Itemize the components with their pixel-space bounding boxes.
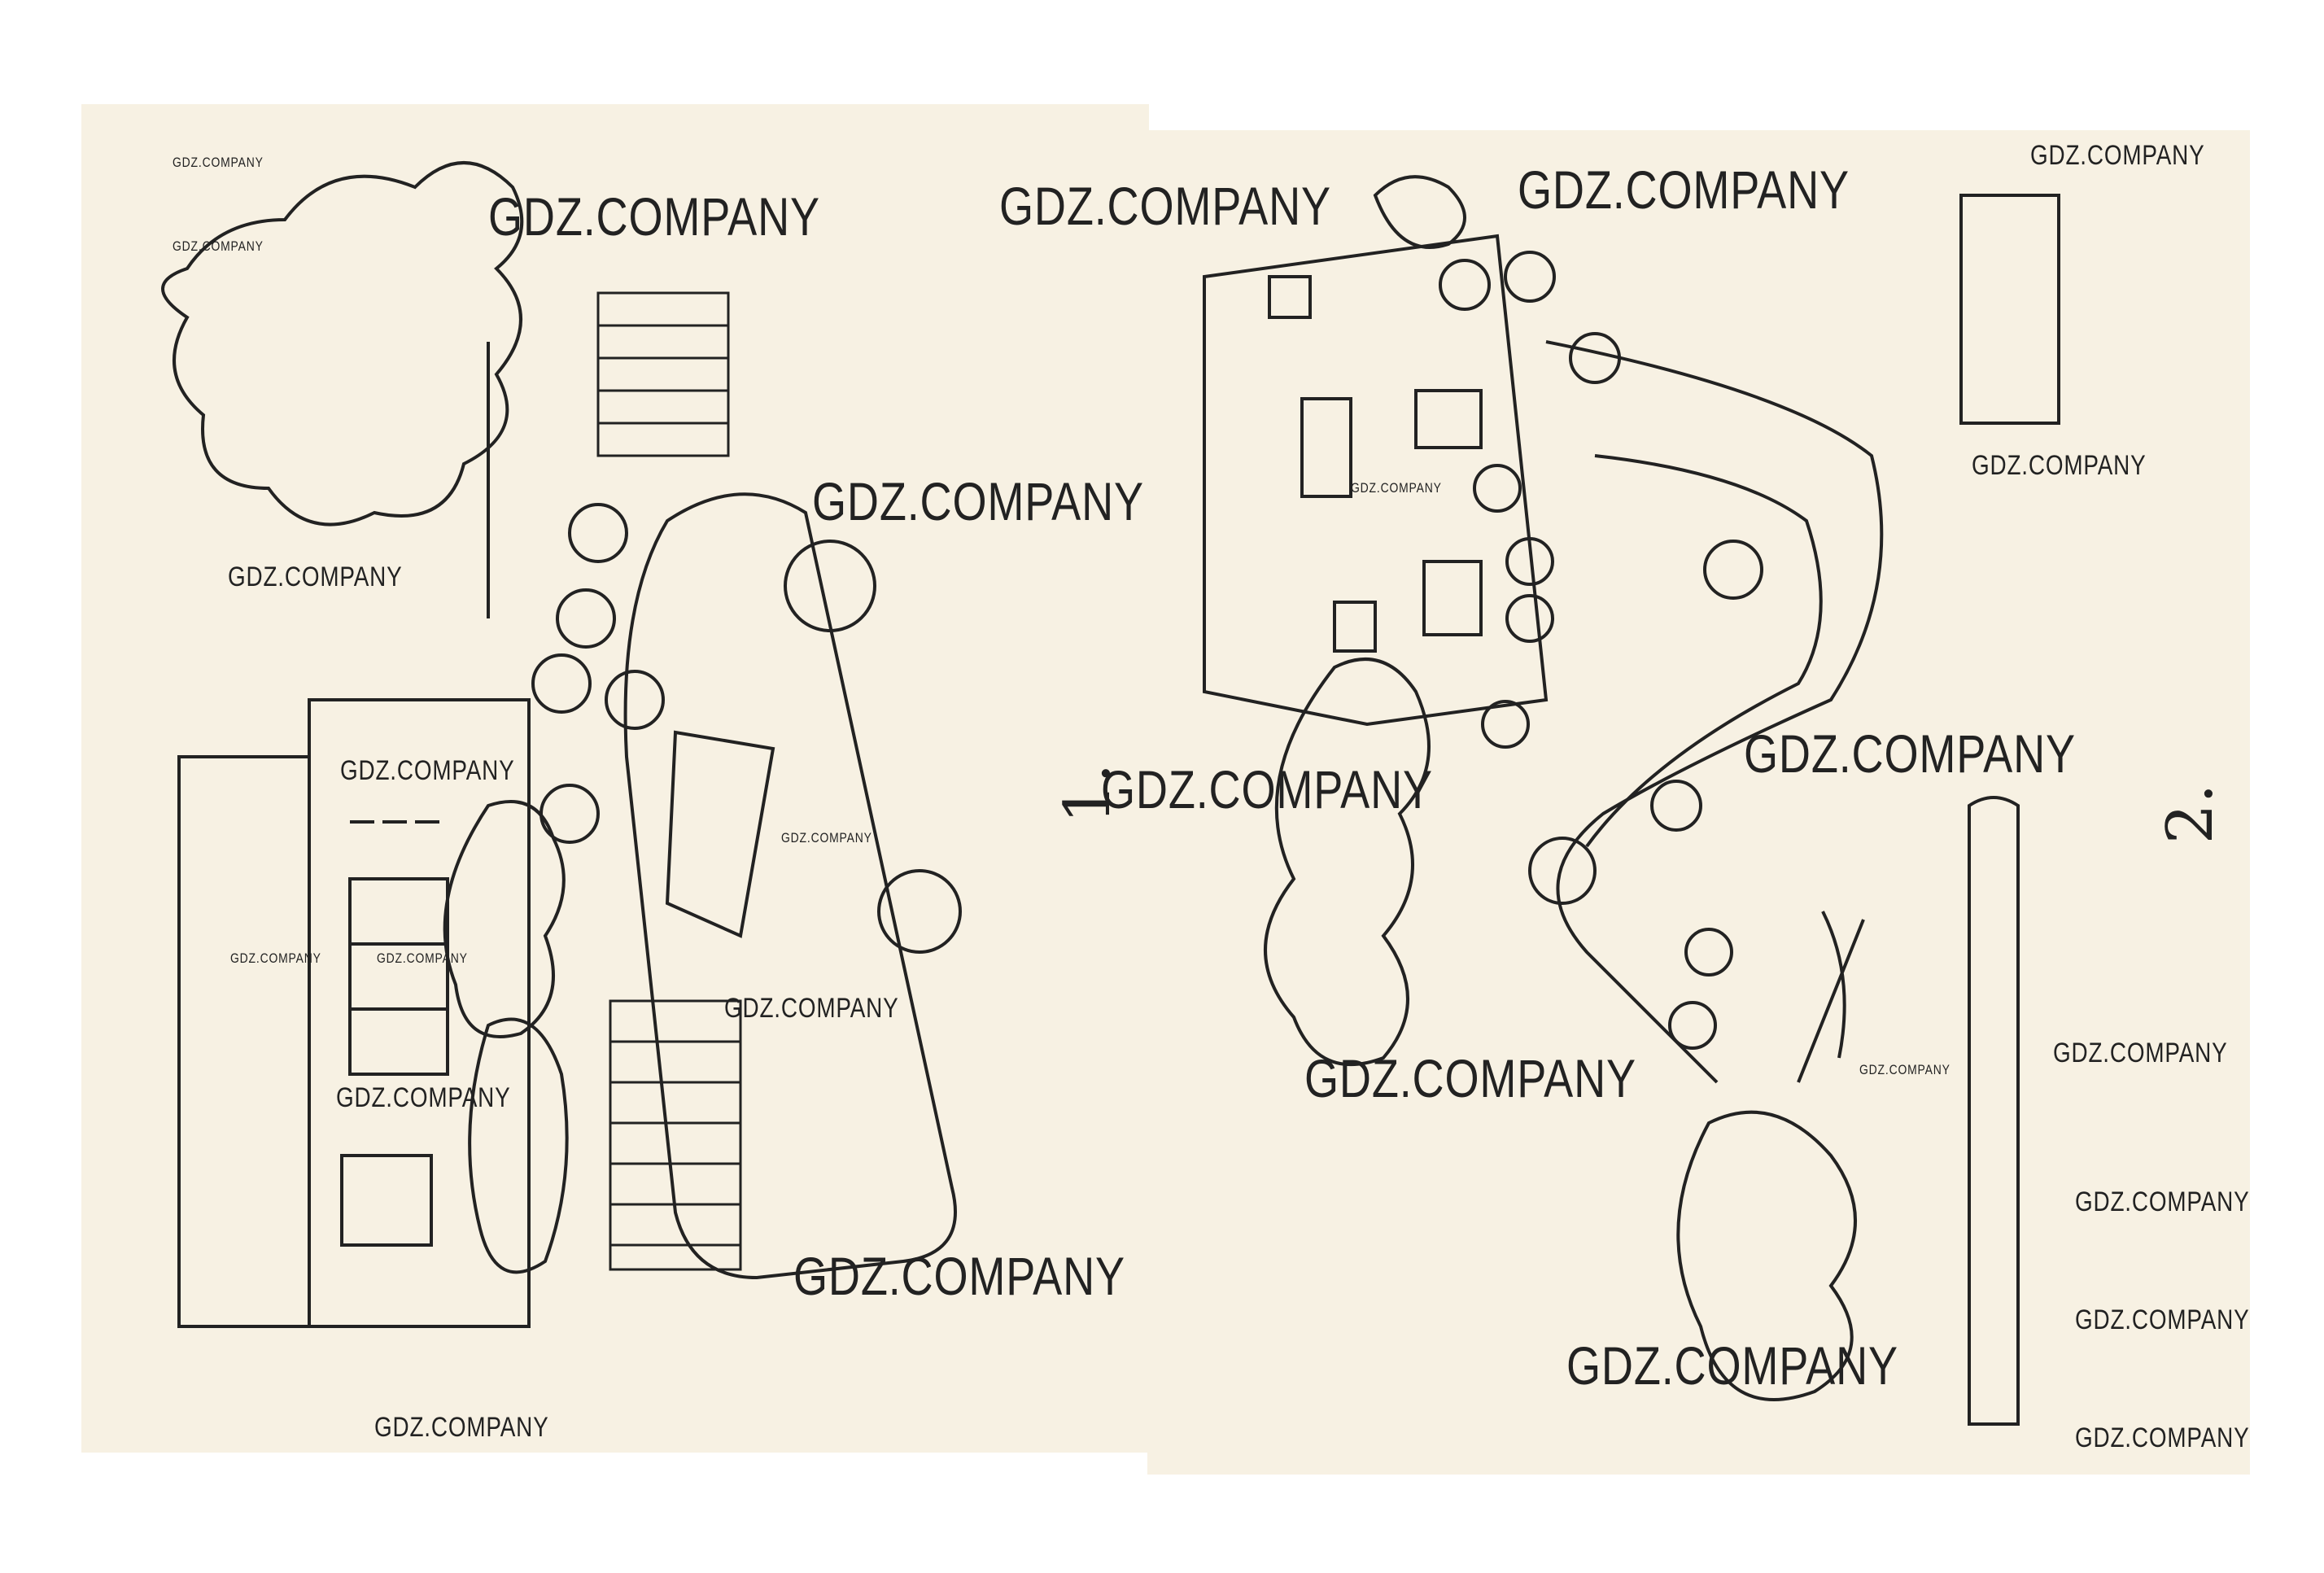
watermark: GDZ.COMPANY (173, 238, 264, 254)
watermark: GDZ.COMPANY (488, 186, 820, 247)
watermark: GDZ.COMPANY (1351, 480, 1442, 496)
watermark: GDZ.COMPANY (1101, 759, 1433, 819)
watermark: GDZ.COMPANY (228, 561, 403, 592)
watermark: GDZ.COMPANY (1566, 1335, 1898, 1396)
steps-drawing (596, 291, 742, 1271)
watermark: GDZ.COMPANY (340, 755, 515, 786)
watermark: GDZ.COMPANY (374, 1412, 549, 1443)
watermark: GDZ.COMPANY (2075, 1186, 2250, 1217)
watermark: GDZ.COMPANY (793, 1246, 1125, 1306)
watermark: GDZ.COMPANY (724, 993, 899, 1024)
illustration-2-panel (1147, 130, 2250, 1475)
watermark: GDZ.COMPANY (1859, 1062, 1950, 1077)
watermark: GDZ.COMPANY (1304, 1048, 1636, 1108)
watermark: GDZ.COMPANY (812, 471, 1144, 531)
tree-drawing-1 (161, 161, 524, 618)
watermark: GDZ.COMPANY (1518, 159, 1850, 220)
watermark: GDZ.COMPANY (2030, 140, 2205, 171)
watermark: GDZ.COMPANY (336, 1082, 511, 1113)
watermark: GDZ.COMPANY (999, 176, 1331, 236)
exercise-number-2: 2. (2154, 783, 2228, 845)
watermark: GDZ.COMPANY (2075, 1304, 2250, 1335)
path-drawing (1545, 340, 1884, 1084)
swing-drawing (1797, 194, 2060, 1426)
people-drawing-1 (531, 503, 665, 844)
watermark: GDZ.COMPANY (173, 155, 264, 170)
watermark: GDZ.COMPANY (781, 830, 872, 845)
illustration-1-panel (81, 104, 1149, 1453)
watermark: GDZ.COMPANY (1744, 723, 2076, 784)
car-drawing (623, 492, 962, 1280)
watermark: GDZ.COMPANY (2075, 1422, 2250, 1453)
children-drawing-2 (1439, 251, 1763, 1050)
watermark: GDZ.COMPANY (230, 950, 321, 966)
building-drawing-1 (177, 698, 531, 1328)
watermark: GDZ.COMPANY (1972, 450, 2147, 481)
bushes-drawing (443, 800, 569, 1274)
watermark: GDZ.COMPANY (377, 950, 468, 966)
trees-drawing-2 (1264, 175, 1857, 1401)
watermark: GDZ.COMPANY (2053, 1038, 2228, 1068)
